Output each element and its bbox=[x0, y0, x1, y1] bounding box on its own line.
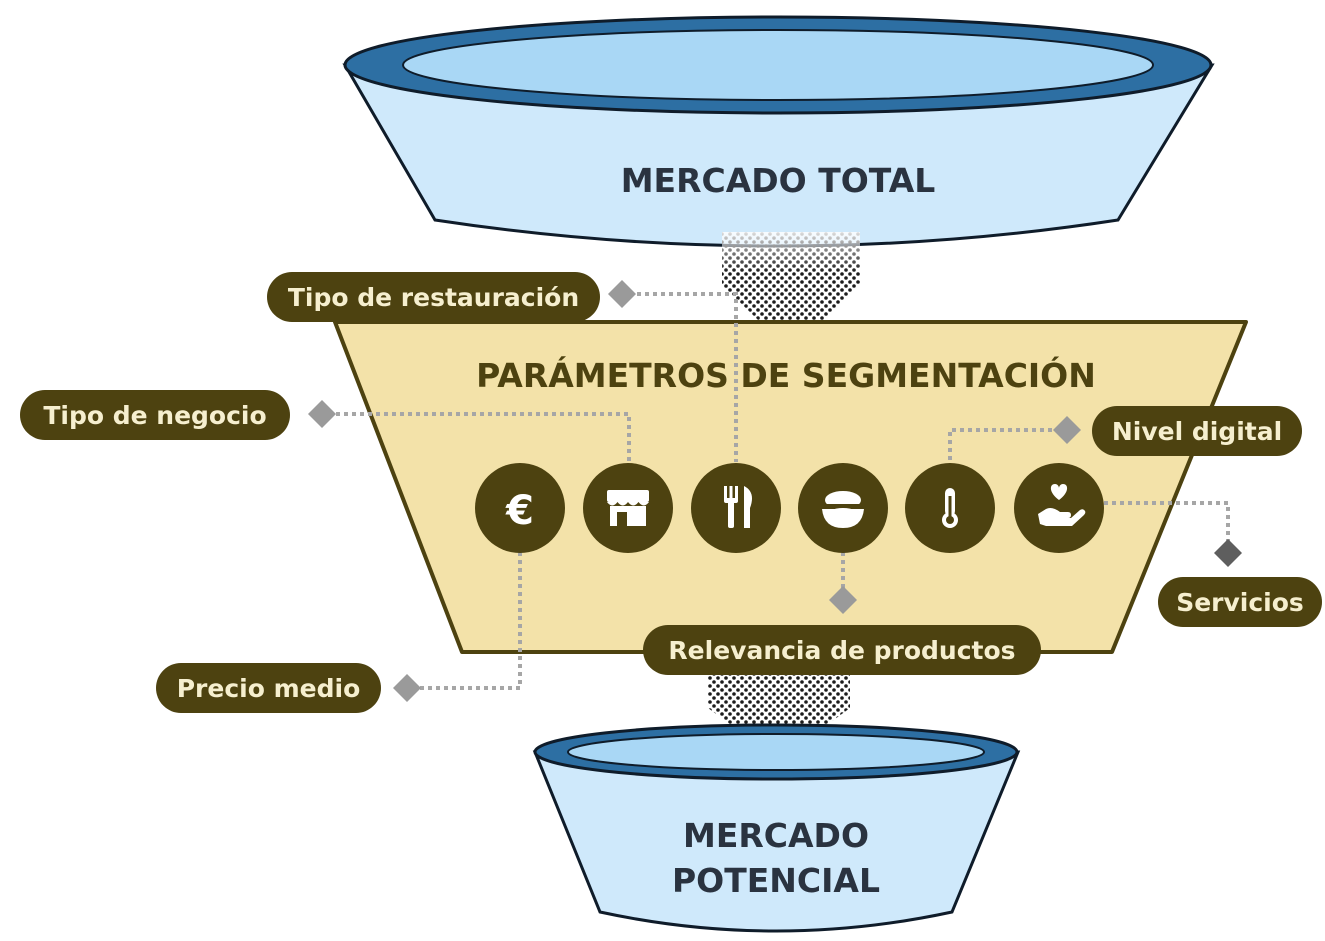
funnel-bottom bbox=[532, 723, 1021, 933]
stage-title-potential-line1: MERCADO bbox=[683, 816, 869, 855]
icon-circles: € bbox=[475, 463, 1104, 553]
euro-icon: € bbox=[475, 463, 565, 553]
stage-title-segmentation: PARÁMETROS DE SEGMENTACIÓN bbox=[476, 356, 1096, 395]
food-bowl-icon bbox=[798, 463, 888, 553]
diamond-precio-medio bbox=[393, 674, 421, 702]
diamond-tipo-restauracion bbox=[608, 280, 636, 308]
hand-heart-icon bbox=[1014, 463, 1104, 553]
stage-title-potential-line2: POTENCIAL bbox=[672, 861, 880, 900]
connectors bbox=[336, 292, 1230, 690]
dotted-arrow-bottom bbox=[708, 675, 850, 760]
connector-servicios bbox=[1104, 501, 1230, 541]
connector-diamonds bbox=[308, 280, 1242, 702]
store-icon bbox=[583, 463, 673, 553]
diamond-servicios bbox=[1214, 539, 1242, 567]
diamond-nivel-digital bbox=[1053, 416, 1081, 444]
diamond-relevancia bbox=[829, 586, 857, 614]
param-pill-precio-medio: Precio medio bbox=[156, 663, 381, 713]
connector-tipo-restauracion bbox=[637, 292, 738, 462]
param-pill-servicios: Servicios bbox=[1158, 577, 1322, 627]
funnel-top bbox=[342, 15, 1215, 248]
thermometer-icon bbox=[905, 463, 995, 553]
param-pill-relevancia-productos: Relevancia de productos bbox=[643, 625, 1041, 675]
param-pill-tipo-negocio: Tipo de negocio bbox=[20, 390, 290, 440]
param-pill-nivel-digital: Nivel digital bbox=[1092, 406, 1302, 456]
stage-title-potential: MERCADO POTENCIAL bbox=[626, 813, 926, 903]
param-pill-tipo-restauracion: Tipo de restauración bbox=[267, 272, 600, 322]
diamond-tipo-negocio bbox=[308, 400, 336, 428]
connector-precio-medio bbox=[420, 552, 522, 690]
dotted-arrow-top bbox=[722, 232, 860, 352]
connector-nivel-digital bbox=[948, 428, 1052, 462]
svg-text:€: € bbox=[505, 488, 534, 534]
connector-tipo-negocio bbox=[336, 412, 631, 462]
segmentation-panel bbox=[333, 320, 1248, 654]
cutlery-icon bbox=[691, 463, 781, 553]
stage-title-total: MERCADO TOTAL bbox=[620, 161, 936, 200]
